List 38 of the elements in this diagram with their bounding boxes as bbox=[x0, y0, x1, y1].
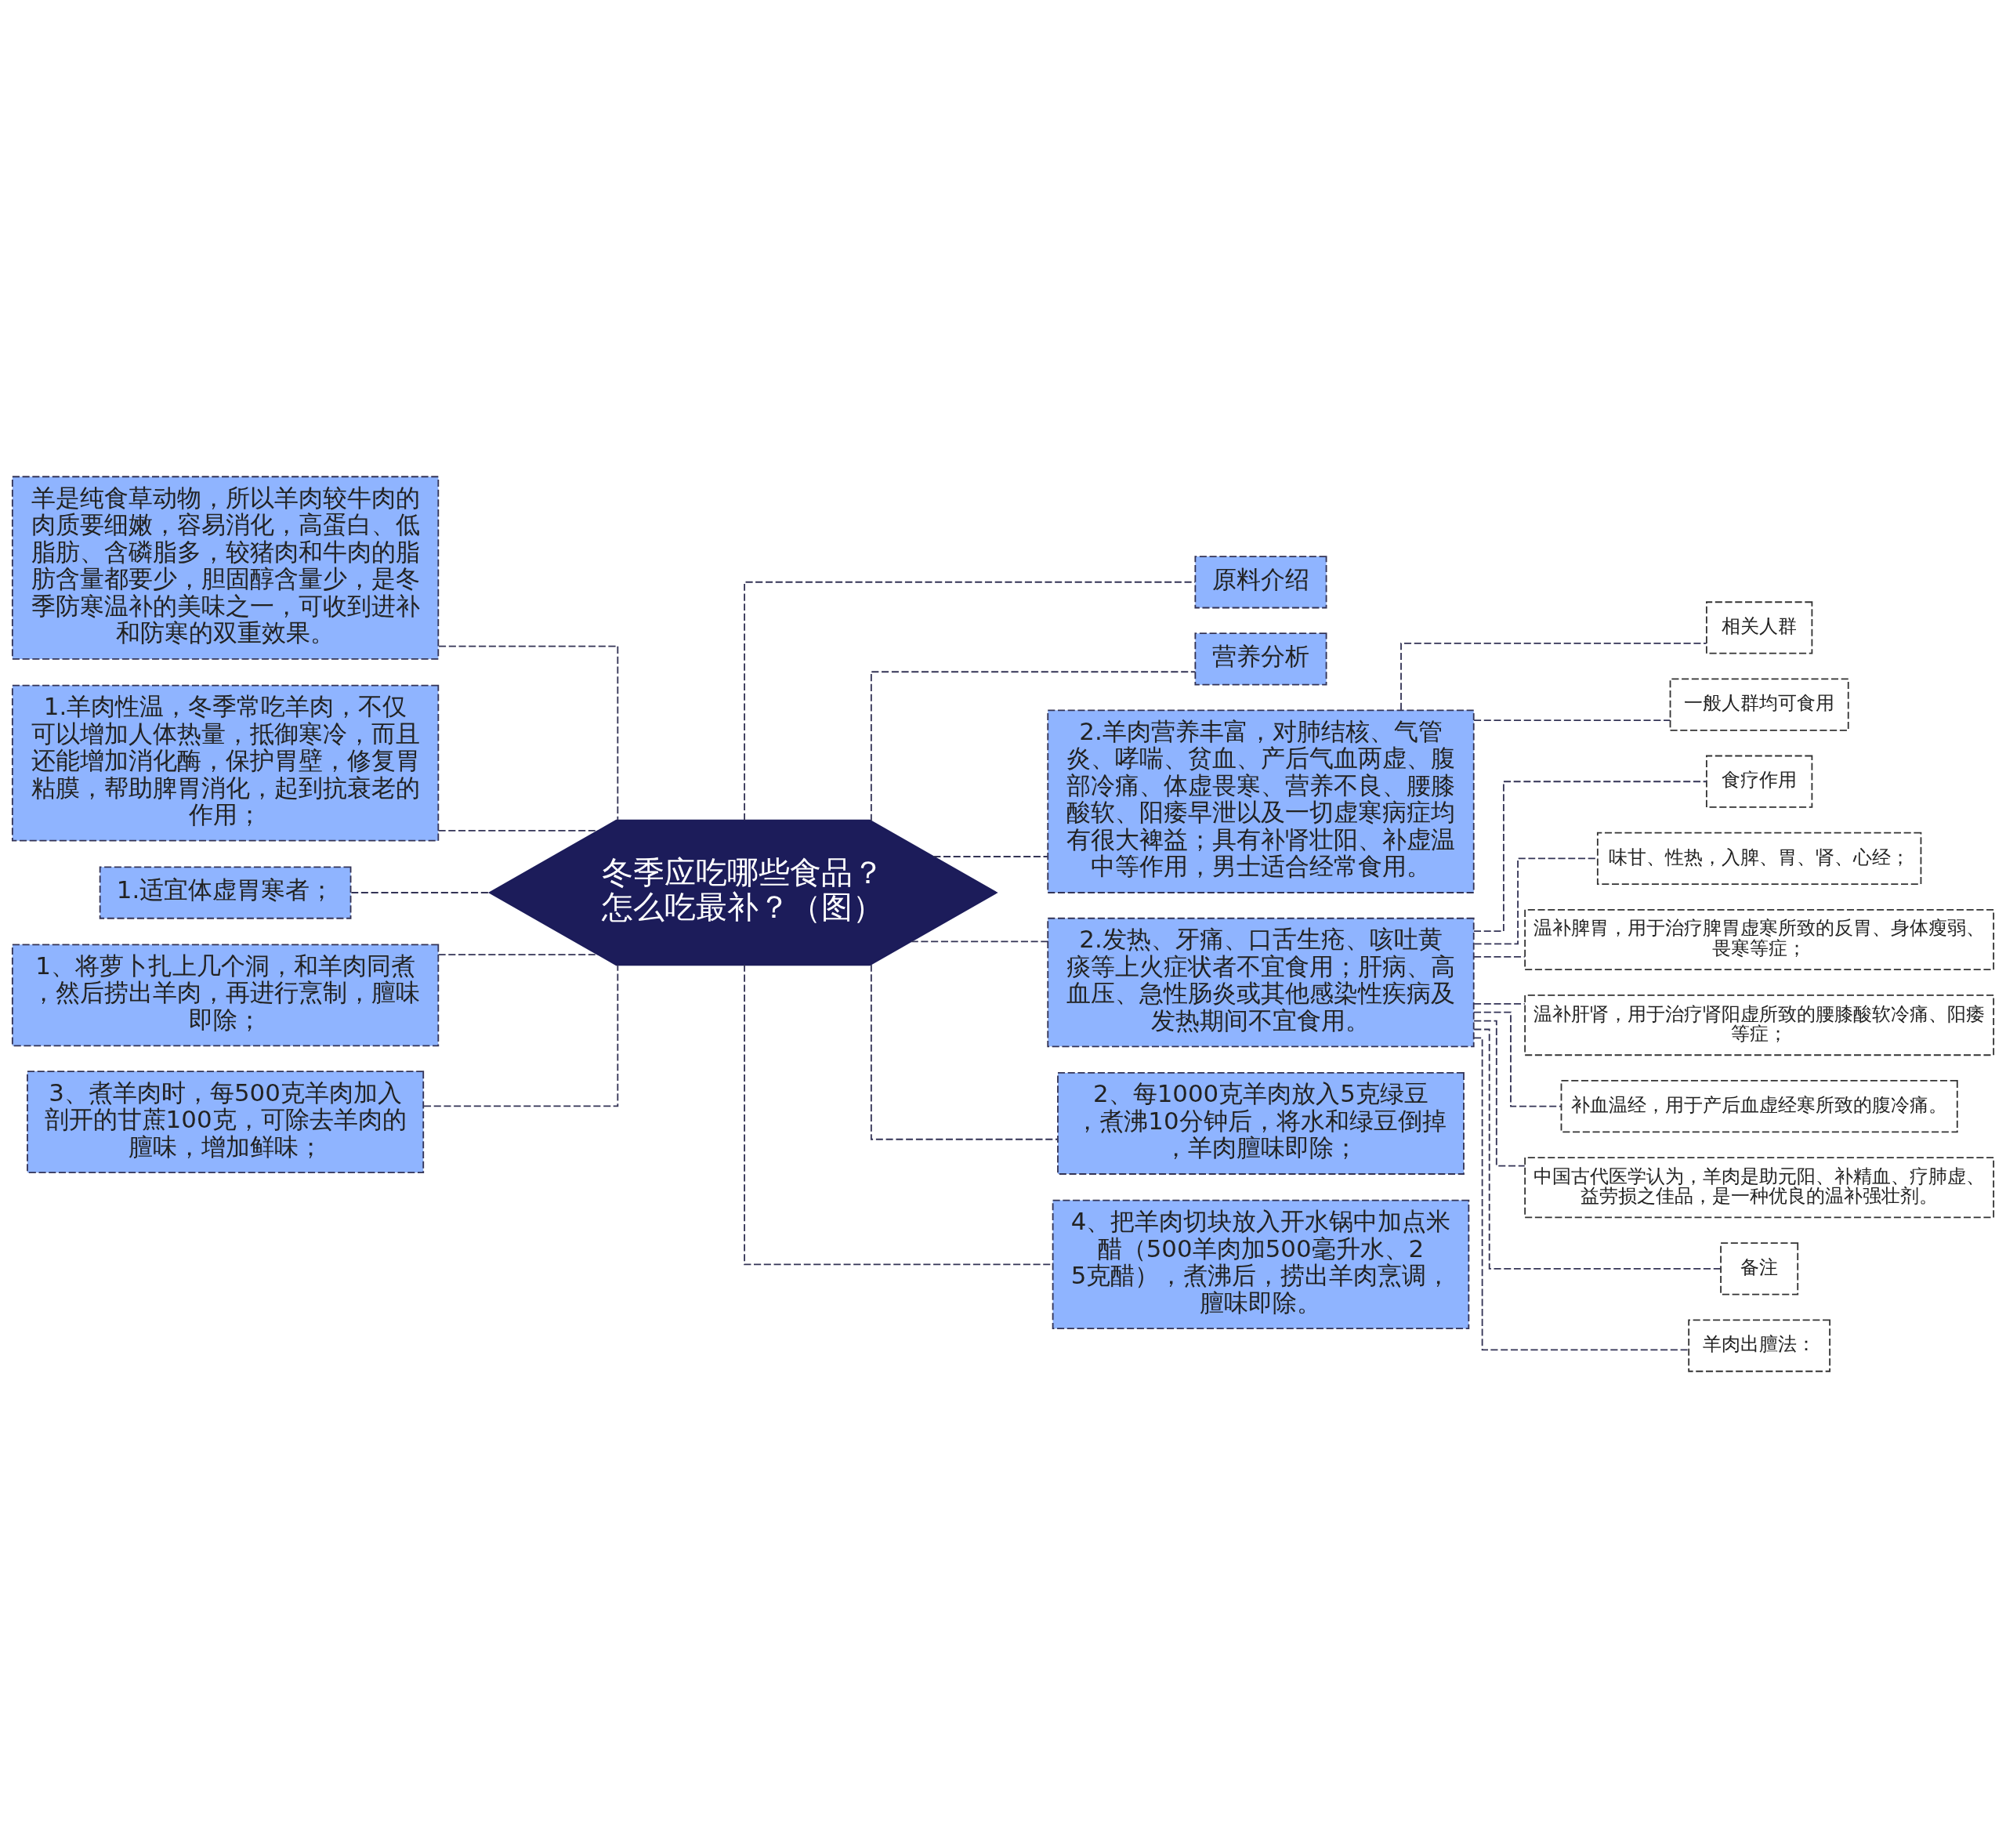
connector bbox=[1473, 1037, 1689, 1351]
node-box: 3、煮羊肉时，每500克羊肉加入剖开的甘蔗100克，可除去羊肉的膻味，增加鲜味； bbox=[27, 1071, 425, 1174]
connector bbox=[1400, 643, 1707, 711]
node-box: 食疗作用 bbox=[1706, 755, 1813, 808]
connector bbox=[1473, 781, 1707, 932]
connector bbox=[870, 671, 1197, 822]
node-box: 原料介绍 bbox=[1194, 556, 1327, 609]
node-box: 备注 bbox=[1720, 1242, 1799, 1295]
connector bbox=[350, 892, 491, 893]
node-box: 1.适宜体虚胃寒者； bbox=[99, 866, 352, 919]
node-box: 2.羊肉营养丰富，对肺结核、气管炎、哮喘、贫血、产后气血两虚、腹部冷痛、体虚畏寒、营养不良、腰膝酸软、阳痿早泄以及一切虚寒病症均有很大裨益；具有补肾壮阳、补虚温中等作用，男士适合经常食用。 bbox=[1047, 709, 1475, 893]
connector bbox=[1473, 955, 1526, 958]
node-box: 2.发热、牙痛、口舌生疮、咳吐黄痰等上火症状者不宜食用；肝病、高血压、急性肠炎或其他感染性疾病及发热期间不宜食用。 bbox=[1047, 917, 1475, 1048]
connector bbox=[1473, 1028, 1722, 1270]
connector bbox=[1473, 719, 1671, 721]
node-box: 补血温经，用于产后血虚经寒所致的腹冷痛。 bbox=[1560, 1080, 1958, 1133]
node-box: 味甘、性热，入脾、胃、肾、心经； bbox=[1596, 832, 1922, 885]
node-box: 1、将萝卜扎上几个洞，和羊肉同煮，然后捞出羊肉，再进行烹制，膻味即除； bbox=[11, 944, 440, 1047]
connector bbox=[1473, 1020, 1526, 1167]
connector bbox=[932, 856, 1048, 857]
node-box: 4、把羊肉切块放入开水锅中加点米醋（500羊肉加500毫升水、25克醋），煮沸后，捞出羊肉烹调，膻味即除。 bbox=[1052, 1199, 1470, 1330]
connector bbox=[1473, 1002, 1526, 1005]
node-box: 相关人群 bbox=[1706, 601, 1813, 654]
node-box: 营养分析 bbox=[1194, 632, 1327, 686]
node-box: 温补肝肾，用于治疗肾阳虚所致的腰膝酸软冷痛、阳痿等症； bbox=[1524, 994, 1995, 1056]
connector bbox=[910, 940, 1048, 943]
node-box: 中国古代医学认为，羊肉是助元阳、补精血、疗肺虚、益劳损之佳品，是一种优良的温补强壮剂。 bbox=[1524, 1157, 1995, 1219]
connector bbox=[870, 964, 1059, 1140]
node-box: 一般人群均可食用 bbox=[1669, 678, 1849, 731]
connector bbox=[438, 645, 619, 821]
connector bbox=[744, 581, 1196, 821]
connector bbox=[1473, 1011, 1562, 1107]
connector bbox=[423, 964, 619, 1107]
node-box: 羊是纯食草动物，所以羊肉较牛肉的肉质要细嫩，容易消化，高蛋白、低脂肪、含磷脂多，较猪肉和牛肉的脂肪含量都要少，胆固醇含量少，是冬季防寒温补的美味之一，可收到进补和防寒的双重效果。 bbox=[11, 476, 440, 660]
node-box: 温补脾胃，用于治疗脾胃虚寒所致的反胃、身体瘦弱、畏寒等症； bbox=[1524, 908, 1995, 971]
node-box: 羊肉出膻法： bbox=[1688, 1319, 1830, 1372]
node-box: 2、每1000克羊肉放入5克绿豆，煮沸10分钟后，将水和绿豆倒掉，羊肉膻味即除； bbox=[1057, 1072, 1465, 1175]
node-box: 1.羊肉性温，冬季常吃羊肉，不仅可以增加人体热量，抵御寒冷，而且还能增加消化酶，保护胃壁，修复胃粘膜，帮助脾胃消化，起到抗衰老的作用； bbox=[11, 684, 440, 842]
